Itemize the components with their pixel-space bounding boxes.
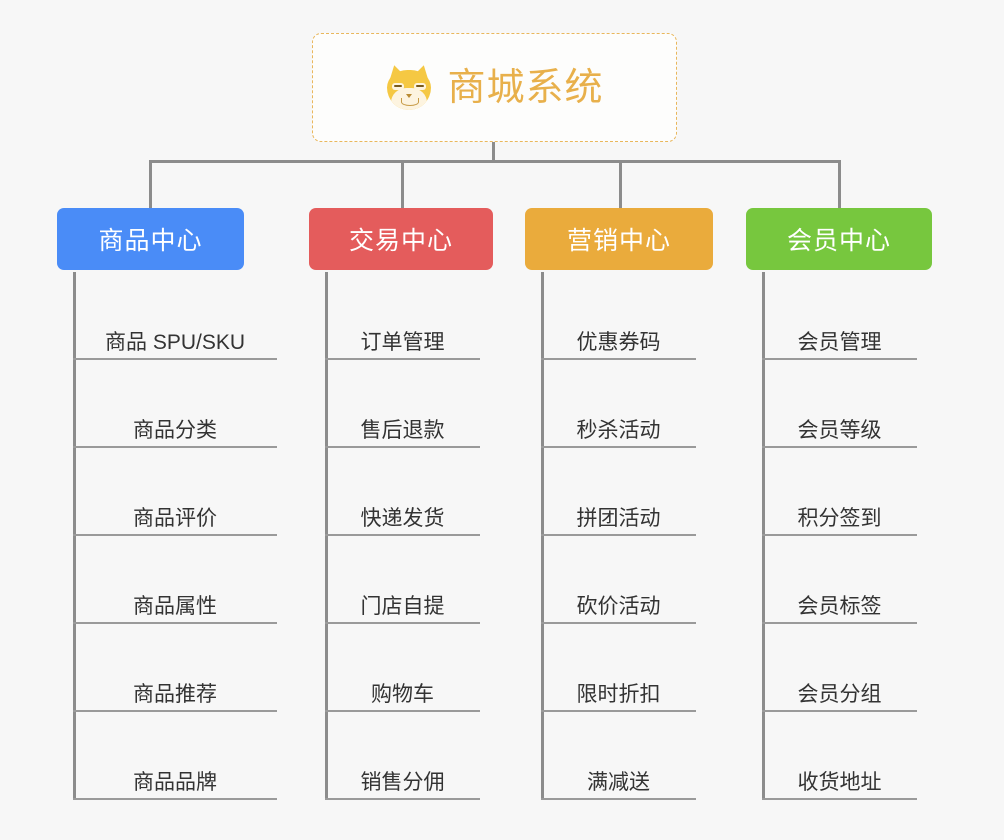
- leaf-item[interactable]: 积分签到: [762, 448, 917, 536]
- connector-trunk-trade-center: [325, 272, 328, 800]
- category-box-trade-center[interactable]: 交易中心: [309, 208, 493, 270]
- shiba-dog-icon: [385, 62, 434, 112]
- connector-root-stem: [492, 142, 495, 162]
- leaf-item[interactable]: 会员分组: [762, 624, 917, 712]
- leaf-item-label: 优惠券码: [576, 330, 661, 354]
- category-label: 商品中心: [98, 227, 203, 255]
- leaf-item[interactable]: 商品属性: [73, 536, 277, 624]
- connector-trunk-product-center: [73, 272, 76, 800]
- leaf-item-label: 会员等级: [797, 418, 882, 442]
- leaf-item-label: 会员标签: [797, 594, 882, 618]
- leaf-item[interactable]: 门店自提: [325, 536, 480, 624]
- leaf-item-label: 商品推荐: [133, 682, 217, 706]
- leaf-item[interactable]: 商品 SPU/SKU: [73, 272, 277, 360]
- leaf-item-label: 门店自提: [360, 594, 445, 618]
- connector-trunk-marketing-center: [541, 272, 544, 800]
- leaf-item-label: 砍价活动: [576, 594, 661, 618]
- leaf-item[interactable]: 销售分佣: [325, 712, 480, 800]
- leaf-item[interactable]: 拼团活动: [541, 448, 696, 536]
- leaf-item-label: 拼团活动: [576, 506, 661, 530]
- leaf-item[interactable]: 快递发货: [325, 448, 480, 536]
- leaf-item[interactable]: 限时折扣: [541, 624, 696, 712]
- leaf-item-label: 销售分佣: [360, 770, 445, 794]
- leaf-item[interactable]: 商品分类: [73, 360, 277, 448]
- leaf-item-label: 购物车: [371, 682, 434, 706]
- leaf-item[interactable]: 会员管理: [762, 272, 917, 360]
- root-title: 商城系统: [447, 66, 604, 109]
- leaf-item-label: 商品 SPU/SKU: [104, 330, 246, 354]
- leaf-item[interactable]: 优惠券码: [541, 272, 696, 360]
- leaf-item-label: 订单管理: [360, 330, 445, 354]
- connector-drop-marketing-center: [619, 160, 622, 210]
- leaf-item-label: 商品分类: [133, 418, 217, 442]
- leaf-item-label: 限时折扣: [576, 682, 661, 706]
- leaf-item[interactable]: 秒杀活动: [541, 360, 696, 448]
- connector-drop-product-center: [149, 160, 152, 210]
- leaf-item[interactable]: 收货地址: [762, 712, 917, 800]
- leaf-item[interactable]: 售后退款: [325, 360, 480, 448]
- leaf-item-label: 积分签到: [797, 506, 882, 530]
- connector-horizontal-bus: [149, 160, 841, 163]
- leaf-item-label: 满减送: [587, 770, 650, 794]
- category-box-product-center[interactable]: 商品中心: [57, 208, 244, 270]
- leaf-item-label: 售后退款: [360, 418, 445, 442]
- leaf-item-label: 商品品牌: [133, 770, 217, 794]
- root-node-mall-system[interactable]: 商城系统: [312, 33, 677, 142]
- leaf-item-label: 会员管理: [797, 330, 882, 354]
- leaf-item-label: 快递发货: [360, 506, 445, 530]
- leaf-item[interactable]: 会员等级: [762, 360, 917, 448]
- leaf-item-label: 商品属性: [133, 594, 217, 618]
- connector-drop-member-center: [838, 160, 841, 210]
- category-label: 营销中心: [566, 227, 671, 255]
- leaf-item-label: 会员分组: [797, 682, 882, 706]
- leaf-item[interactable]: 砍价活动: [541, 536, 696, 624]
- leaf-item[interactable]: 商品推荐: [73, 624, 277, 712]
- leaf-item[interactable]: 满减送: [541, 712, 696, 800]
- connector-drop-trade-center: [401, 160, 404, 210]
- category-box-member-center[interactable]: 会员中心: [746, 208, 932, 270]
- category-label: 交易中心: [348, 227, 453, 255]
- leaf-item[interactable]: 订单管理: [325, 272, 480, 360]
- leaf-item[interactable]: 购物车: [325, 624, 480, 712]
- leaf-item-label: 秒杀活动: [576, 418, 661, 442]
- connector-trunk-member-center: [762, 272, 765, 800]
- leaf-item[interactable]: 商品评价: [73, 448, 277, 536]
- leaf-item[interactable]: 会员标签: [762, 536, 917, 624]
- leaf-item-label: 收货地址: [797, 770, 882, 794]
- leaf-item[interactable]: 商品品牌: [73, 712, 277, 800]
- leaf-item-label: 商品评价: [133, 506, 217, 530]
- category-label: 会员中心: [786, 227, 891, 255]
- category-box-marketing-center[interactable]: 营销中心: [525, 208, 713, 270]
